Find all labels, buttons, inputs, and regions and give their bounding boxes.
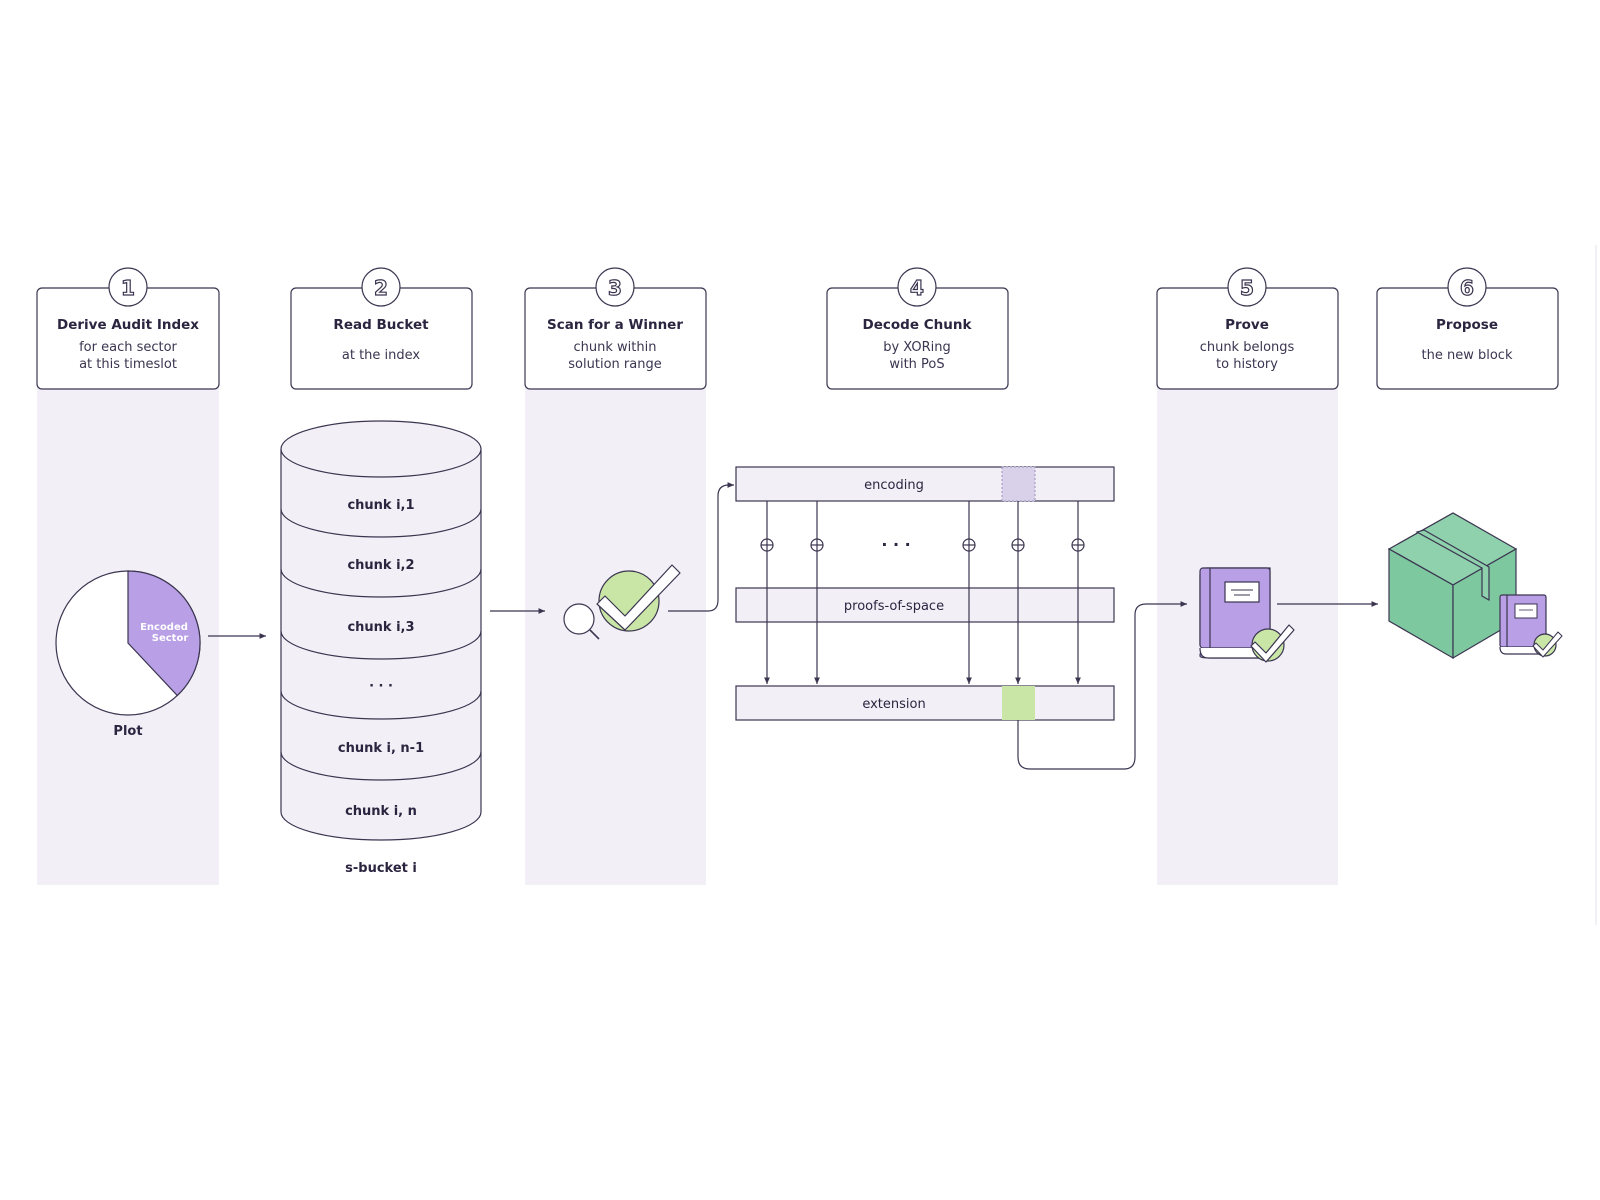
pos-label: proofs-of-space: [844, 599, 944, 614]
extension-bar: [735, 685, 1115, 721]
step-number: 5: [1240, 276, 1254, 300]
package-icon: [1387, 512, 1518, 660]
pos-bar: [735, 587, 1115, 623]
plot-pie: Encoded Sector Plot: [55, 570, 201, 739]
slice-label: Encoded: [140, 622, 188, 633]
xor-icon: [810, 538, 824, 552]
encoding-highlight: [1001, 466, 1036, 502]
arrow-scan-to-decode: [668, 482, 734, 612]
encoding-label: encoding: [864, 478, 924, 493]
bucket-label: s-bucket i: [345, 861, 417, 876]
step-3: 3 Scan for a Winner chunk within solutio…: [524, 267, 707, 390]
bucket-chunk: · · ·: [369, 679, 393, 694]
step-number: 6: [1460, 276, 1474, 300]
s-bucket-cylinder: chunk i,1 chunk i,2 chunk i,3 · · · chun…: [280, 420, 482, 876]
step-title: Propose: [1436, 317, 1498, 333]
xor-icon: [962, 538, 976, 552]
step-2: 2 Read Bucket at the index: [290, 267, 473, 390]
step-number: 4: [910, 276, 924, 300]
column-bg-3: [525, 385, 706, 885]
step-5: 5 Prove chunk belongs to history: [1156, 267, 1339, 390]
step-title: Prove: [1225, 317, 1269, 333]
checkmark-icon: [596, 564, 681, 632]
step-subtitle: solution range: [568, 357, 661, 372]
step-number: 1: [121, 276, 135, 300]
bucket-chunk: chunk i,3: [347, 620, 414, 635]
step-4: 4 Decode Chunk by XORing with PoS: [826, 267, 1009, 390]
checkmark-icon: [1532, 631, 1563, 658]
step-1: 1 Derive Audit Index for each sector at …: [36, 267, 220, 390]
magnifier-icon: [563, 603, 600, 640]
arrow-decode-to-prove: [1017, 601, 1187, 770]
step-number: 3: [608, 276, 622, 300]
step-subtitle: chunk within: [574, 340, 657, 355]
encoding-bar: [735, 466, 1115, 502]
step-title: Read Bucket: [333, 317, 429, 333]
book-icon: [1199, 567, 1273, 659]
extension-highlight: [1002, 686, 1035, 720]
step-number: 2: [374, 276, 388, 300]
plot-label: Plot: [113, 724, 142, 739]
step-subtitle: with PoS: [889, 357, 944, 372]
step-subtitle: the new block: [1422, 348, 1513, 363]
step-subtitle: at the index: [342, 348, 421, 363]
bucket-chunk: chunk i, n: [345, 804, 417, 819]
xor-icon: [1071, 538, 1085, 552]
xor-icon: [1011, 538, 1025, 552]
step-subtitle: chunk belongs: [1200, 340, 1295, 355]
step-subtitle: for each sector: [79, 340, 177, 355]
extension-label: extension: [862, 697, 925, 712]
xor-icon: [760, 538, 774, 552]
bucket-chunk: chunk i, n-1: [338, 741, 424, 756]
bucket-chunk: chunk i,1: [347, 498, 414, 513]
slice-label: Sector: [152, 633, 189, 644]
step-subtitle: at this timeslot: [79, 357, 177, 372]
step-title: Scan for a Winner: [547, 317, 683, 333]
bucket-chunk: chunk i,2: [347, 558, 414, 573]
step-subtitle: to history: [1216, 357, 1278, 372]
step-subtitle: by XORing: [883, 340, 951, 355]
decode-section: encoding proofs-of-space extension · · ·: [735, 466, 1115, 721]
xor-lines: [760, 501, 1085, 684]
step-6: 6 Propose the new block: [1376, 267, 1559, 390]
step-title: Decode Chunk: [863, 317, 973, 333]
checkmark-icon: [1250, 624, 1295, 663]
step-title: Derive Audit Index: [57, 317, 199, 333]
encoded-sector-slice: [127, 570, 201, 697]
xor-ellipsis: · · ·: [881, 535, 910, 554]
